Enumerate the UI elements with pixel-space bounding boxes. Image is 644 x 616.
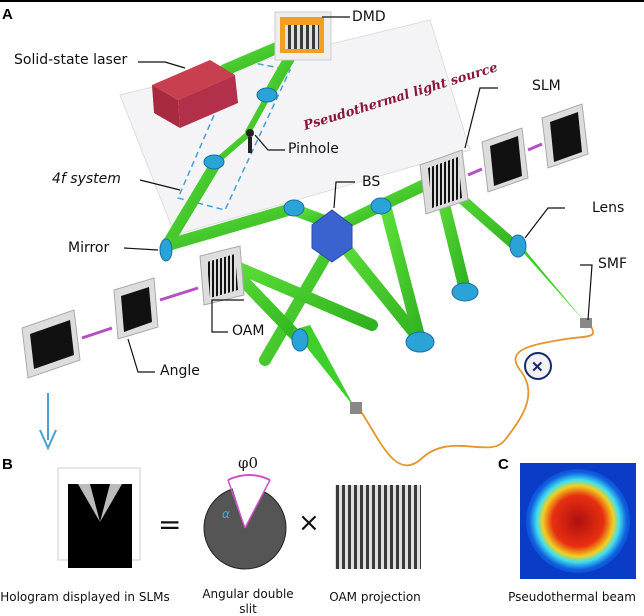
four-f-box [176,59,292,211]
double-arrows [81,142,543,340]
oam-projection-caption: OAM projection [329,590,421,604]
optics [159,87,527,353]
slm-series-bottom [21,245,245,379]
solid-state-laser [152,60,238,128]
hologram-caption: Hologram displayed in SLMs [0,590,170,604]
alpha-label: α [222,507,230,521]
fiber-couplers [350,318,592,414]
double-slit-caption-2: slit [239,602,257,616]
optical-fiber [359,324,594,467]
down-arrow-icon [39,393,57,451]
label-bs: BS [362,174,381,190]
beam-splitter [311,209,353,263]
equals-sign: = [158,508,182,541]
panel-b-letter: B [2,456,13,473]
label-slm: SLM [532,78,561,94]
panel-a-letter: A [2,6,13,23]
oam-projection-image [335,485,421,569]
label-smf: SMF [598,256,628,272]
pseudothermal-caption: Pseudothermal beam [508,590,636,604]
label-lens: Lens [592,200,625,216]
slm-series-top [419,103,589,215]
label-oam: OAM [232,323,265,339]
dmd-device [274,11,332,61]
panel-c-letter: C [498,456,509,473]
hologram-image [57,467,141,568]
times-sign: × [298,508,320,538]
label-4f-system: 4f system [52,171,121,187]
angular-double-slit [203,474,287,570]
svg-text:✕: ✕ [531,359,544,376]
focused-beam-right [512,240,585,322]
label-mirror: Mirror [68,240,110,256]
leader-lines [123,16,593,373]
pseudothermal-beam-image [520,463,636,579]
pinhole [246,129,254,153]
label-angle: Angle [160,363,200,379]
phi-zero-label: φ0 [238,454,259,472]
focused-beam-left [293,325,355,408]
label-laser: Solid-state laser [14,52,128,68]
top-border [0,0,644,2]
double-slit-caption-1: Angular double [202,587,294,601]
label-dmd: DMD [352,9,386,25]
polarization-controller: ✕ [524,352,552,380]
label-pinhole: Pinhole [288,141,339,157]
